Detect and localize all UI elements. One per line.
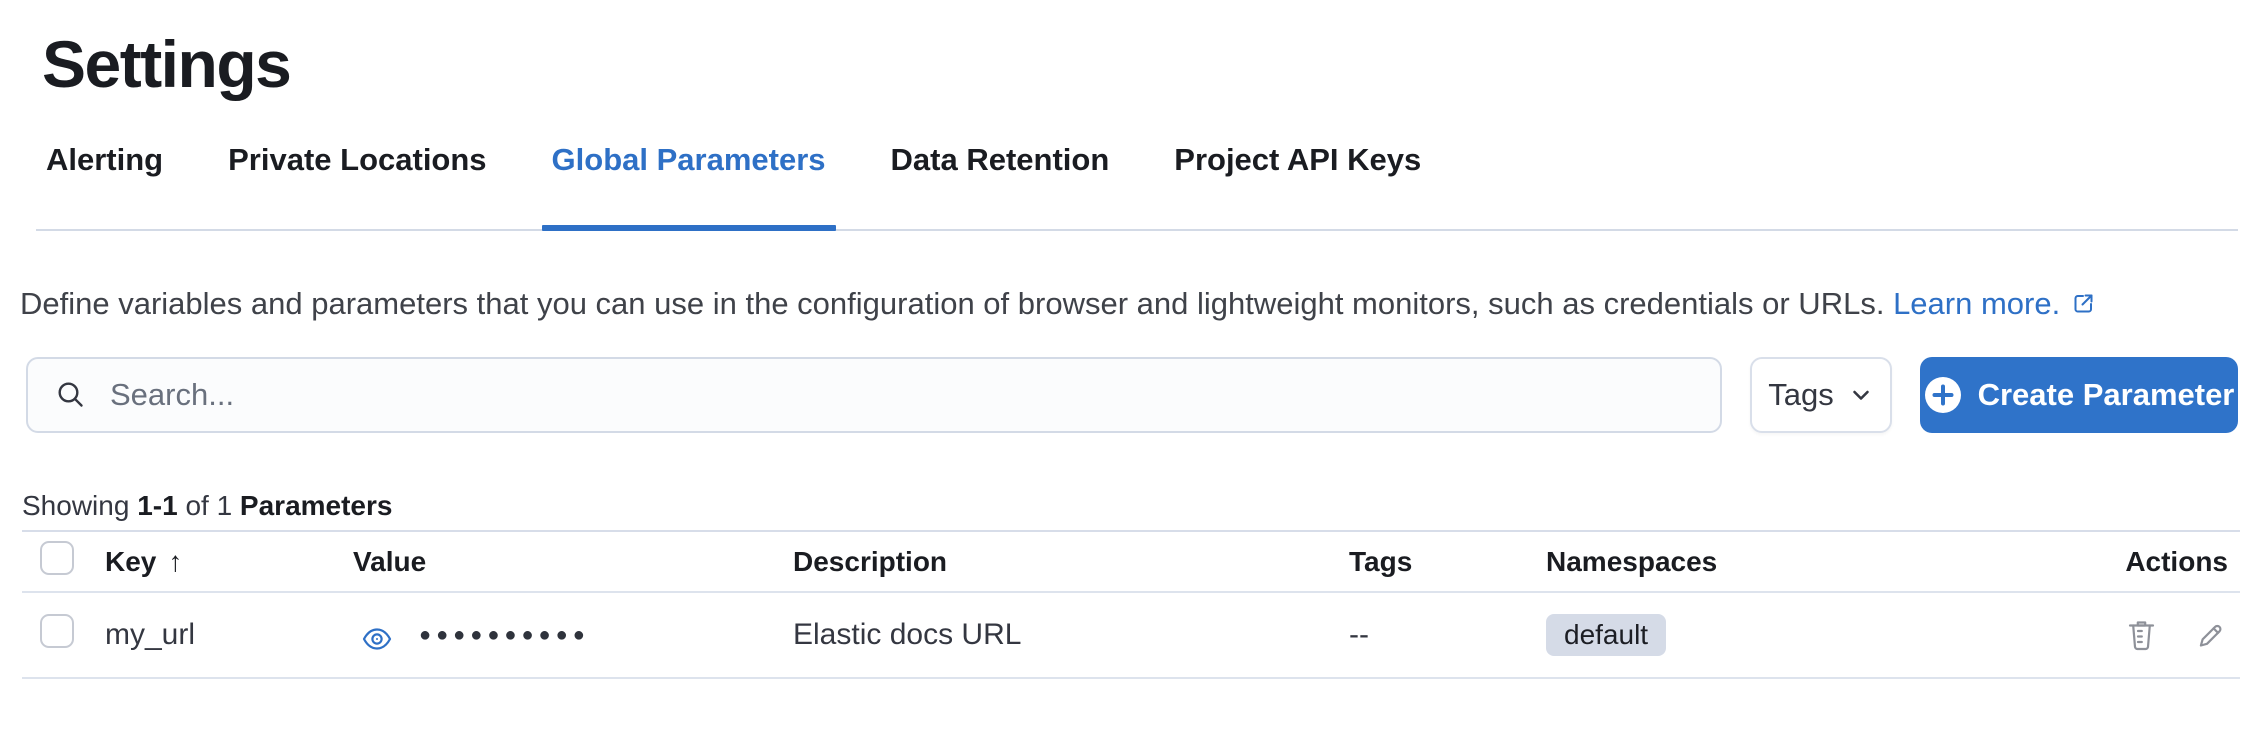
- pencil-icon: [2199, 624, 2222, 647]
- table-row: my_url ●●●●●●●●●● Elastic docs URL -- de…: [22, 593, 2240, 679]
- create-parameter-label: Create Parameter: [1977, 377, 2235, 412]
- search-icon: [58, 382, 83, 407]
- tab-global-parameters[interactable]: Global Parameters: [541, 140, 836, 231]
- search-box[interactable]: [26, 357, 1722, 433]
- namespace-badge: default: [1546, 614, 1667, 656]
- parameter-tags: --: [1349, 618, 1369, 651]
- tags-filter-button[interactable]: Tags: [1750, 357, 1892, 433]
- parameter-masked-value: ●●●●●●●●●●: [419, 623, 590, 646]
- reveal-value-button[interactable]: [361, 623, 393, 655]
- sort-ascending-icon: ↑: [168, 545, 183, 577]
- plus-in-circle-icon: [1924, 377, 1961, 413]
- parameters-toolbar: Tags Create Parameter: [26, 357, 2238, 433]
- settings-tabs: Alerting Private Locations Global Parame…: [36, 140, 2238, 231]
- table-top-divider: [22, 530, 2240, 532]
- column-header-description: Description: [793, 545, 948, 577]
- external-link-icon: [2074, 294, 2093, 313]
- search-input[interactable]: [110, 377, 1710, 413]
- learn-more-link[interactable]: Learn more.: [1893, 286, 2097, 321]
- page-title: Settings: [42, 27, 292, 101]
- page-description: Define variables and parameters that you…: [20, 281, 2220, 327]
- results-summary: Showing 1-1 of 1 Parameters: [22, 490, 393, 521]
- delete-parameter-button[interactable]: [2125, 617, 2158, 653]
- edit-parameter-button[interactable]: [2194, 618, 2228, 652]
- column-header-key[interactable]: Key ↑: [105, 545, 183, 577]
- create-parameter-button[interactable]: Create Parameter: [1920, 357, 2238, 433]
- results-entity: Parameters: [239, 490, 393, 521]
- tab-alerting[interactable]: Alerting: [36, 140, 173, 229]
- tab-project-api-keys[interactable]: Project API Keys: [1164, 140, 1431, 229]
- trash-icon: [2128, 621, 2155, 651]
- table-header-row: Key ↑ Value Description Tags Namespaces …: [22, 532, 2240, 593]
- column-header-tags: Tags: [1349, 545, 1413, 577]
- description-text: Define variables and parameters that you…: [20, 286, 1885, 321]
- parameter-key: my_url: [105, 618, 196, 651]
- tab-data-retention[interactable]: Data Retention: [881, 140, 1120, 229]
- select-all-checkbox[interactable]: [40, 541, 74, 575]
- results-range: 1-1: [137, 490, 178, 521]
- column-header-actions: Actions: [2125, 545, 2228, 577]
- chevron-down-icon: [1852, 390, 1869, 400]
- column-header-value: Value: [353, 545, 427, 577]
- tags-filter-label: Tags: [1768, 377, 1834, 412]
- eye-icon: [362, 628, 392, 650]
- tab-private-locations[interactable]: Private Locations: [218, 140, 496, 229]
- column-header-namespaces: Namespaces: [1546, 545, 1718, 577]
- parameters-table: Key ↑ Value Description Tags Namespaces …: [22, 530, 2240, 679]
- parameter-description: Elastic docs URL: [793, 618, 1022, 651]
- row-checkbox[interactable]: [40, 614, 74, 648]
